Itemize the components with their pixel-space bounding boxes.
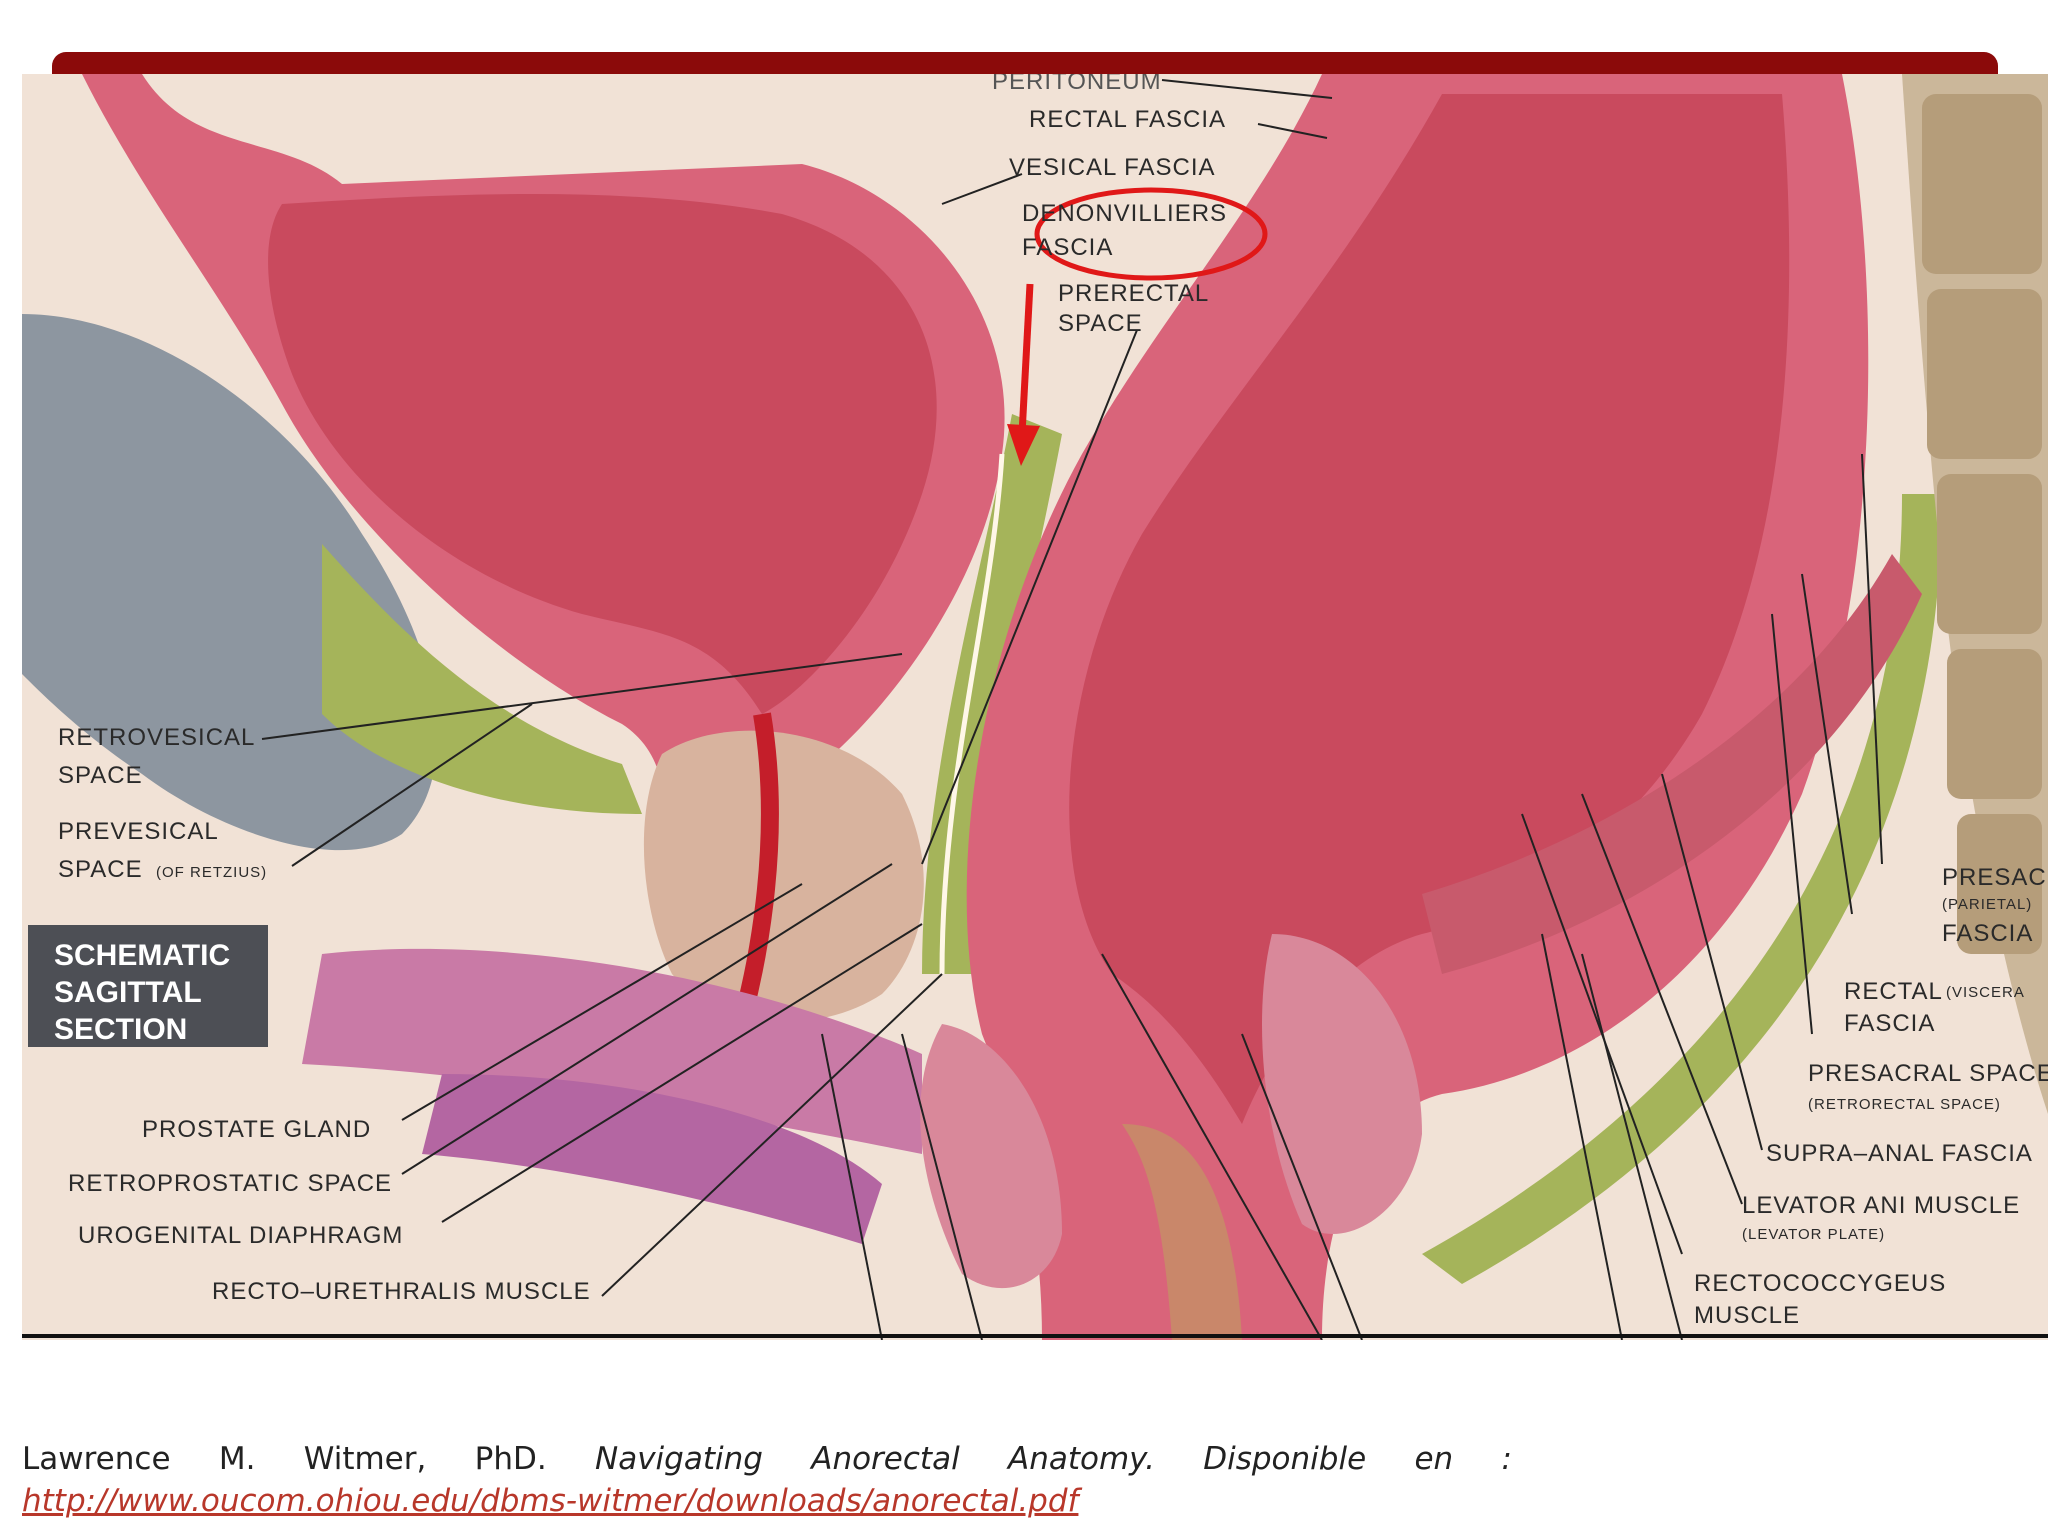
citation-title-3: Anatomy. bbox=[1007, 1441, 1155, 1477]
label-rectal-fascia: RECTAL FASCIA bbox=[1029, 106, 1227, 133]
label-denonvilliers-1: DENONVILLIERS bbox=[1022, 200, 1228, 227]
anatomy-illustration: PERITONEUM RECTAL FASCIA VESICAL FASCIA … bbox=[22, 74, 2048, 1340]
label-rectal-visceral-2: FASCIA bbox=[1844, 1010, 1936, 1037]
citation-title-2: Anorectal bbox=[811, 1441, 960, 1477]
citation-colon: : bbox=[1501, 1441, 1512, 1477]
label-rectococcygeus-1: RECTOCOCCYGEUS bbox=[1694, 1270, 1947, 1297]
levator-ani-band bbox=[1422, 554, 1922, 974]
label-supra-anal-fascia: SUPRA–ANAL FASCIA bbox=[1766, 1140, 2033, 1167]
sphincter-left bbox=[920, 1024, 1062, 1289]
urogenital-diaphragm-shape bbox=[302, 948, 922, 1154]
label-presacral-space-note: (RETRORECTAL SPACE) bbox=[1808, 1096, 2001, 1113]
label-peritoneum: PERITONEUM bbox=[992, 74, 1162, 95]
label-levator-ani: LEVATOR ANI MUSCLE bbox=[1742, 1192, 2021, 1219]
label-urogenital-diaphragm: UROGENITAL DIAPHRAGM bbox=[78, 1222, 404, 1249]
header-bar bbox=[52, 52, 1998, 78]
prevesical-fascia-area bbox=[322, 544, 642, 814]
label-retrovesical-1: RETROVESICAL bbox=[58, 724, 256, 751]
presacral-fascia-strip bbox=[1422, 494, 1942, 1284]
sphincter-right bbox=[1262, 934, 1422, 1234]
label-prerectal-1: PRERECTAL bbox=[1058, 280, 1210, 307]
label-prevesical-2: SPACE bbox=[58, 856, 143, 883]
label-levator-ani-note: (LEVATOR PLATE) bbox=[1742, 1226, 1886, 1243]
citation-available-2: en bbox=[1414, 1441, 1454, 1477]
penile-bulb-shape bbox=[422, 1074, 882, 1244]
label-prerectal-2: SPACE bbox=[1058, 310, 1143, 337]
sagittal-section-drawing bbox=[22, 74, 2048, 1340]
schematic-line-2: SAGITTAL bbox=[54, 976, 202, 1009]
label-vesical-fascia: VESICAL FASCIA bbox=[1009, 154, 1216, 181]
citation-degree: PhD. bbox=[474, 1441, 547, 1477]
leader-lines bbox=[261, 79, 1883, 1340]
label-presacral-fascia-2: FASCIA bbox=[1942, 920, 2034, 947]
figure-baseline bbox=[22, 1334, 2048, 1338]
label-denonvilliers-2: FASCIA bbox=[1022, 234, 1114, 261]
denonvilliers-highlight bbox=[1034, 187, 1268, 281]
label-presacral-fascia-note: (PARIETAL) bbox=[1942, 896, 2033, 913]
citation-title-1: Navigating bbox=[595, 1441, 763, 1477]
sacral-vertebrae bbox=[1922, 94, 2042, 954]
citation-line-1: Lawrence M. Witmer, PhD. Navigating Anor… bbox=[22, 1438, 1512, 1480]
label-rectococcygeus-2: MUSCLE bbox=[1694, 1302, 1801, 1329]
prostate-gland-shape bbox=[643, 730, 924, 1022]
bladder-lumen bbox=[268, 194, 937, 714]
label-prevesical-1: PREVESICAL bbox=[58, 818, 219, 845]
citation-author: Lawrence bbox=[22, 1441, 171, 1477]
rectum-lumen bbox=[1069, 94, 1790, 1124]
label-presacral-space: PRESACRAL SPACE bbox=[1808, 1060, 2048, 1087]
label-retrovesical-2: SPACE bbox=[58, 762, 143, 789]
arrow-shaft bbox=[1018, 283, 1034, 435]
citation: Lawrence M. Witmer, PhD. Navigating Anor… bbox=[22, 1438, 1512, 1522]
label-rectal-visceral-note: (VISCERA bbox=[1946, 984, 2025, 1001]
label-prevesical-note: (OF RETZIUS) bbox=[156, 864, 268, 881]
label-rectal-visceral-1: RECTAL bbox=[1844, 978, 1943, 1005]
label-recto-urethralis: RECTO–URETHRALIS MUSCLE bbox=[212, 1278, 591, 1305]
schematic-line-1: SCHEMATIC bbox=[54, 939, 231, 972]
arrow-head bbox=[1007, 424, 1040, 466]
citation-surname: Witmer, bbox=[303, 1441, 427, 1477]
citation-available-1: Disponible bbox=[1203, 1441, 1367, 1477]
label-prostate-gland: PROSTATE GLAND bbox=[142, 1116, 372, 1143]
schematic-line-3: SECTION bbox=[54, 1013, 188, 1046]
citation-url-link[interactable]: http://www.oucom.ohiou.edu/dbms-witmer/d… bbox=[22, 1483, 1079, 1519]
label-presacral-fascia-1: PRESAC bbox=[1942, 864, 2047, 891]
schematic-sagittal-section-box: SCHEMATIC SAGITTAL SECTION bbox=[28, 925, 268, 1047]
anal-canal bbox=[1122, 1124, 1242, 1340]
label-retroprostatic-space: RETROPROSTATIC SPACE bbox=[68, 1170, 393, 1197]
citation-initial: M. bbox=[218, 1441, 256, 1477]
